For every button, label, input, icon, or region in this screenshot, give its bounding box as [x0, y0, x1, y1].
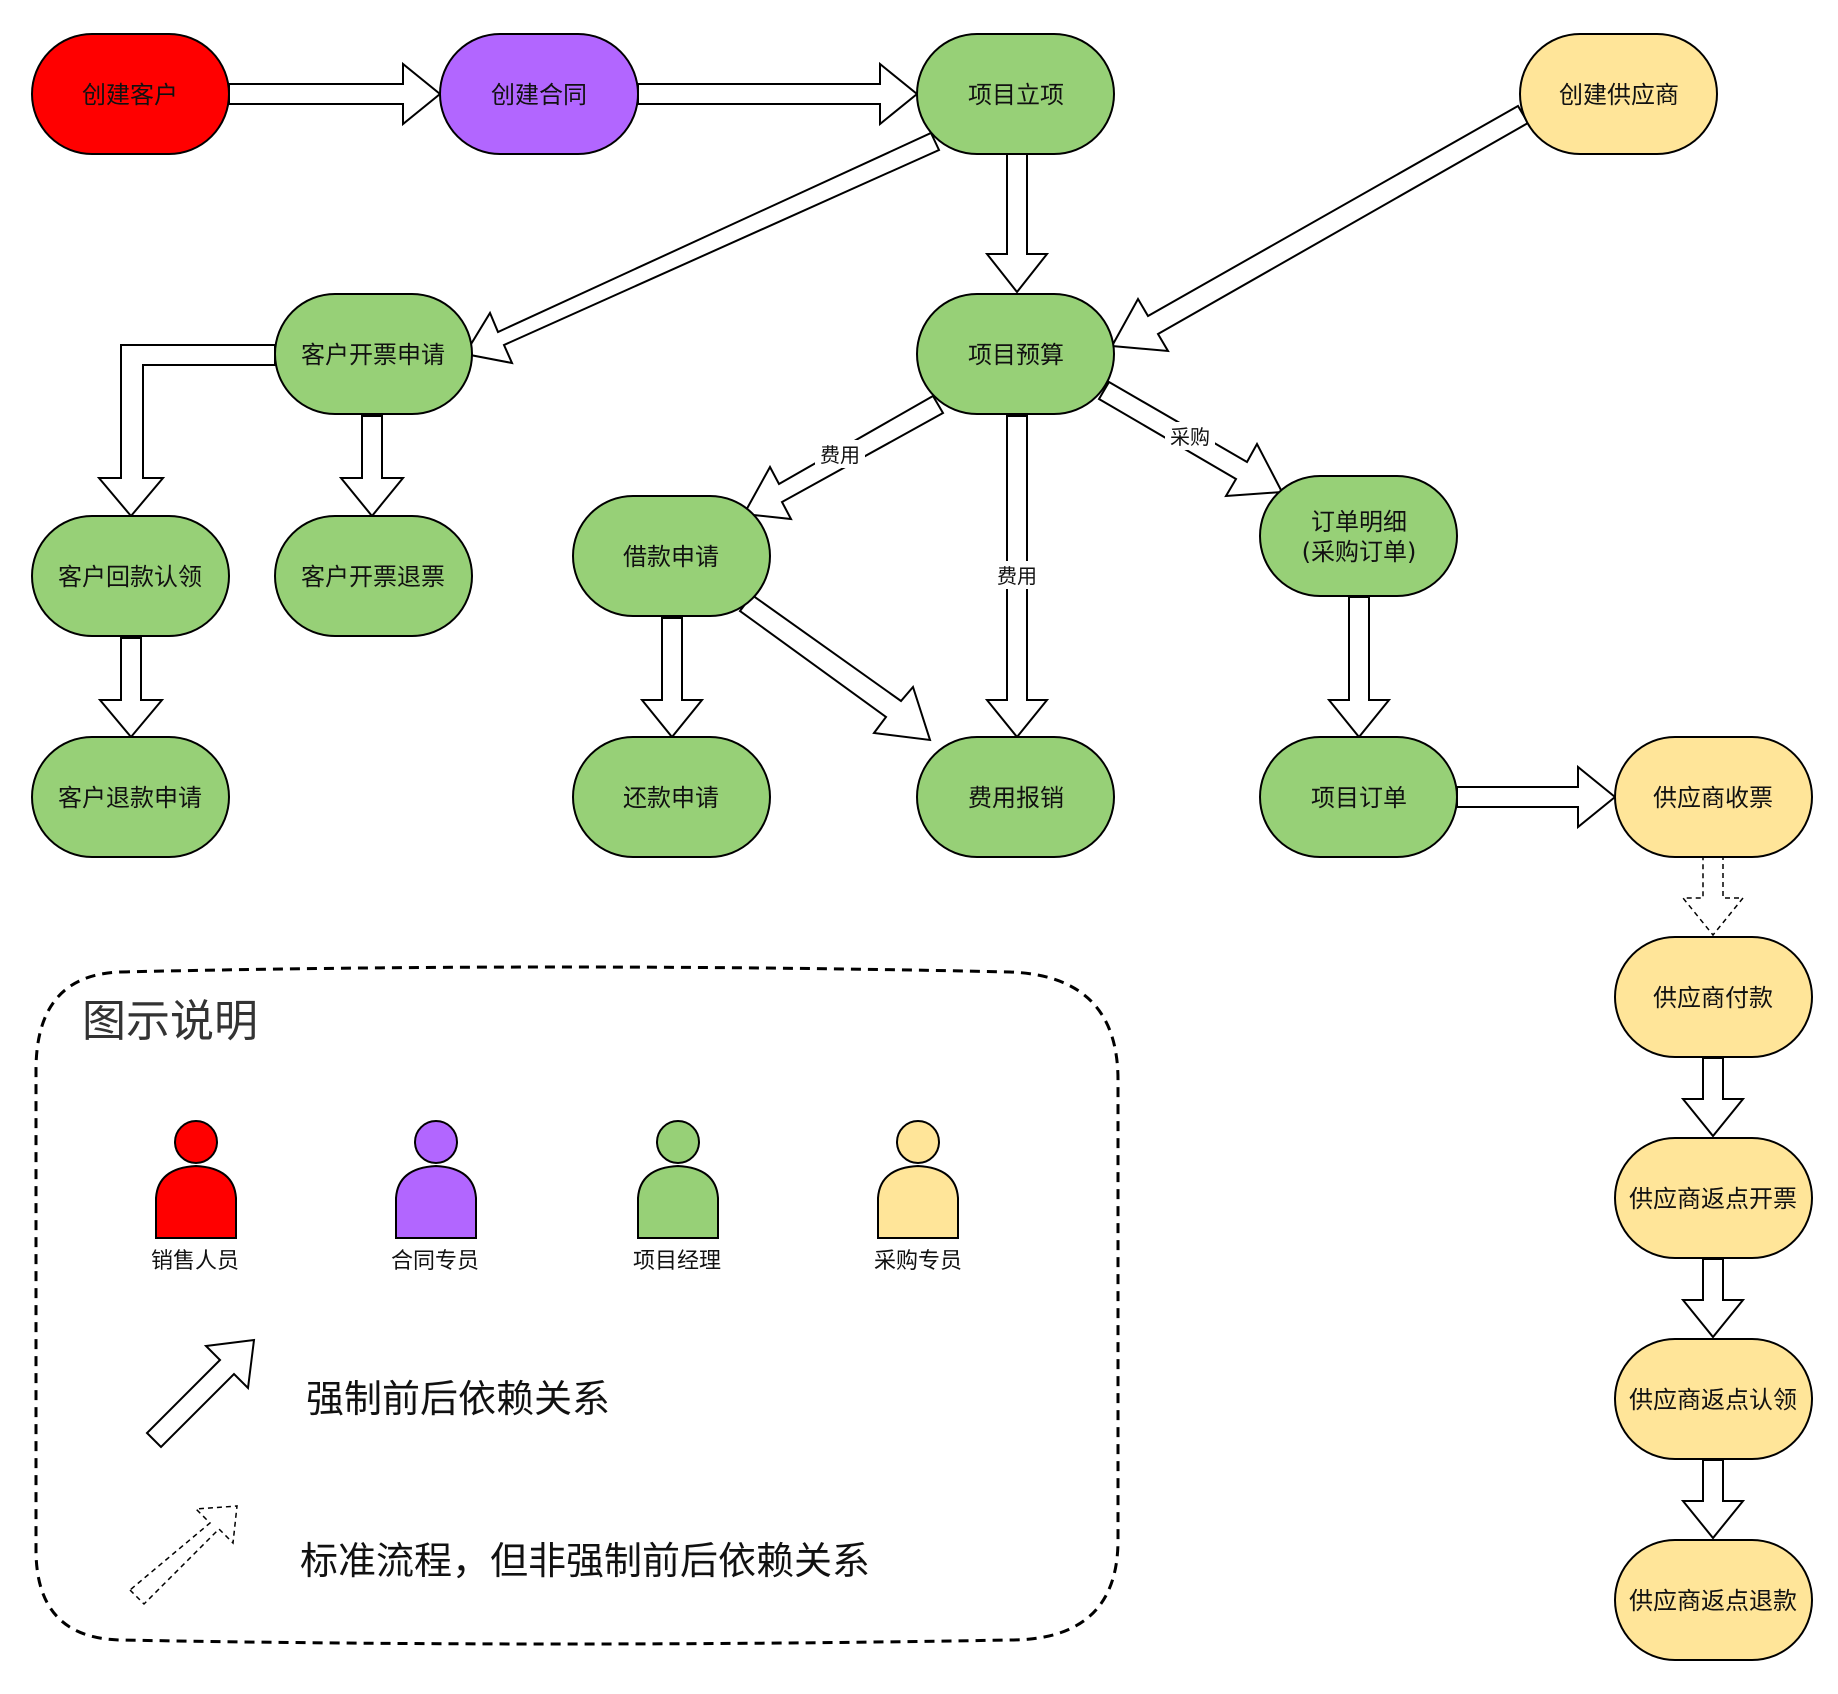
- arrow-loan-request-to-expense-reimbursement: [738, 593, 932, 742]
- node-project-budget[interactable]: 项目预算: [916, 293, 1115, 415]
- node-loan-request[interactable]: 借款申请: [572, 495, 771, 617]
- legend-title: 图示说明: [82, 996, 258, 1047]
- node-label: 客户退款申请: [58, 784, 202, 812]
- node-label-line2: (采购订单): [1302, 538, 1417, 566]
- arrow-create-contract-to-project-setup: [637, 61, 919, 127]
- node-label: 客户回款认领: [58, 563, 202, 591]
- node-supplier-rebate-claim[interactable]: 供应商返点认领: [1614, 1338, 1813, 1460]
- node-supplier-rebate-invoice[interactable]: 供应商返点开票: [1614, 1137, 1813, 1259]
- node-label: 客户开票申请: [301, 341, 445, 369]
- legend-solid-desc: 强制前后依赖关系: [306, 1377, 610, 1421]
- legend-border: [34, 965, 1120, 1646]
- node-repayment-request[interactable]: 还款申请: [572, 736, 771, 858]
- legend-box: 图示说明 销售人员 合同专员 项目经理: [34, 965, 1120, 1646]
- node-customer-payment-claim[interactable]: 客户回款认领: [31, 515, 230, 637]
- legend-dashed-arrow-icon: [128, 1505, 238, 1606]
- node-label: 供应商返点认领: [1629, 1386, 1797, 1414]
- edge-label-purchase: 采购: [1170, 425, 1210, 449]
- person-icon: [155, 1120, 237, 1239]
- node-supplier-rebate-refund[interactable]: 供应商返点退款: [1614, 1539, 1813, 1661]
- arrow-customer-payment-claim-to-customer-refund-request: [97, 637, 165, 739]
- legend-role-label: 项目经理: [633, 1249, 721, 1274]
- node-create-customer[interactable]: 创建客户: [31, 33, 230, 155]
- node-label: 费用报销: [968, 784, 1064, 812]
- person-icon: [395, 1120, 477, 1239]
- node-label: 项目立项: [968, 81, 1064, 109]
- edge-label-bg: [1165, 422, 1215, 450]
- node-project-setup[interactable]: 项目立项: [916, 33, 1115, 155]
- arrow-customer-invoice-request-to-customer-invoice-refund: [338, 415, 406, 518]
- arrow-loan-request-to-repayment-request: [639, 617, 705, 739]
- legend-role-sales: 销售人员: [151, 1120, 239, 1274]
- person-icon: [877, 1120, 959, 1239]
- node-customer-refund-request[interactable]: 客户退款申请: [31, 736, 230, 858]
- arrow-supplier-invoice-receipt-to-supplier-payment: [1681, 856, 1745, 937]
- node-label: 供应商收票: [1653, 784, 1773, 812]
- edge-labels: 费用 费用 采购: [815, 422, 1215, 589]
- node-order-detail[interactable]: 订单明细 (采购订单): [1259, 475, 1458, 597]
- edge-label-expense-1: 费用: [820, 443, 860, 467]
- node-customer-invoice-refund[interactable]: 客户开票退票: [274, 515, 473, 637]
- node-label: 创建合同: [491, 81, 587, 109]
- edge-label-expense-2: 费用: [997, 564, 1037, 588]
- legend-role-purchasing: 采购专员: [874, 1120, 962, 1274]
- node-label-line1: 订单明细: [1311, 508, 1407, 536]
- edge-label-bg: [815, 440, 865, 468]
- arrow-project-setup-to-project-budget: [984, 153, 1050, 294]
- node-label: 创建供应商: [1559, 81, 1679, 109]
- node-label: 借款申请: [623, 543, 719, 571]
- node-project-order[interactable]: 项目订单: [1259, 736, 1458, 858]
- edge-label-bg: [991, 561, 1043, 589]
- legend-role-label: 合同专员: [391, 1249, 479, 1274]
- legend-dashed-desc: 标准流程，但非强制前后依赖关系: [300, 1539, 870, 1583]
- arrow-customer-invoice-request-to-customer-payment-claim: [96, 344, 276, 518]
- arrow-project-order-to-supplier-invoice-receipt: [1456, 764, 1617, 830]
- node-create-contract[interactable]: 创建合同: [439, 33, 639, 155]
- node-label: 创建客户: [82, 81, 178, 109]
- arrow-create-customer-to-create-contract: [228, 61, 442, 127]
- legend-role-label: 销售人员: [151, 1249, 239, 1274]
- arrow-create-supplier-to-project-budget: [1110, 104, 1530, 353]
- node-label: 还款申请: [623, 784, 719, 812]
- legend-role-contract: 合同专员: [391, 1120, 479, 1274]
- node-label: 客户开票退票: [301, 563, 445, 591]
- node-label: 供应商返点退款: [1629, 1587, 1797, 1615]
- person-icon: [637, 1120, 719, 1239]
- legend-solid-arrow-icon: [145, 1338, 256, 1449]
- node-label: 供应商返点开票: [1629, 1185, 1797, 1213]
- legend-role-pm: 项目经理: [633, 1120, 721, 1274]
- arrow-supplier-payment-to-supplier-rebate-invoice: [1680, 1057, 1746, 1138]
- arrow-project-setup-to-customer-invoice-request: [463, 131, 941, 365]
- node-expense-reimbursement[interactable]: 费用报销: [916, 736, 1115, 858]
- arrow-supplier-rebate-invoice-to-supplier-rebate-claim: [1680, 1258, 1746, 1339]
- nodes: 创建客户 创建合同 项目立项 创建供应商 客户开票申请 项目预算 客户回款认领: [31, 33, 1813, 1661]
- node-create-supplier[interactable]: 创建供应商: [1519, 33, 1718, 155]
- arrow-order-detail-to-project-order: [1326, 596, 1392, 739]
- node-label: 项目订单: [1311, 784, 1407, 812]
- node-label: 供应商付款: [1653, 984, 1773, 1012]
- legend-role-label: 采购专员: [874, 1249, 962, 1274]
- node-supplier-invoice-receipt[interactable]: 供应商收票: [1614, 736, 1813, 858]
- arrow-supplier-rebate-claim-to-supplier-rebate-refund: [1680, 1459, 1746, 1540]
- node-label: 项目预算: [968, 341, 1064, 369]
- node-supplier-payment[interactable]: 供应商付款: [1614, 936, 1813, 1058]
- node-customer-invoice-request[interactable]: 客户开票申请: [274, 293, 473, 415]
